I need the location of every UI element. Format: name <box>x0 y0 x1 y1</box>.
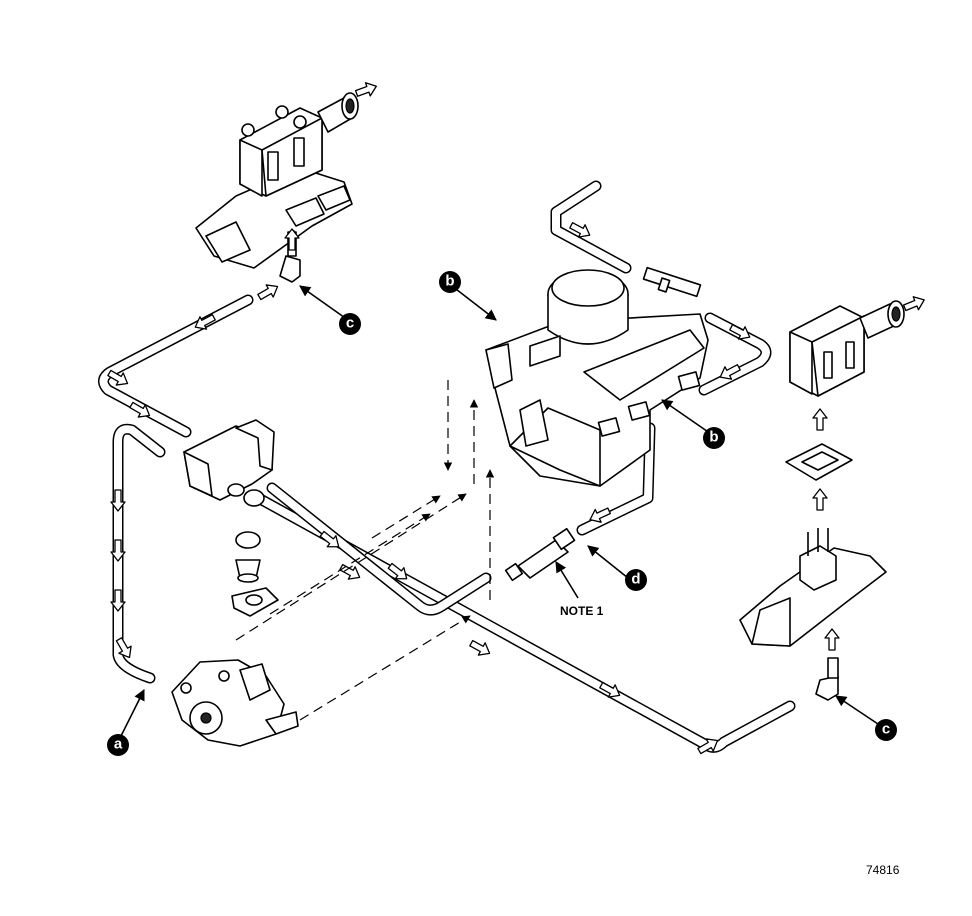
exhaust-outlet-arrow-top <box>353 79 380 101</box>
water-pump <box>171 659 299 747</box>
svg-text:b: b <box>709 429 718 446</box>
internal-flow-arrows <box>235 380 495 721</box>
svg-text:a: a <box>114 736 123 753</box>
callout-c-starboard-elbow: c <box>875 719 897 741</box>
svg-text:c: c <box>882 721 890 738</box>
callout-b-engine-side: b <box>703 427 725 449</box>
note1-fitting <box>504 527 576 582</box>
callout-leaders <box>117 285 885 743</box>
callout-b-engine-front: b <box>439 271 461 293</box>
exhaust-manifold-port <box>195 92 359 283</box>
svg-text:c: c <box>346 315 354 332</box>
figure-number: 74816 <box>866 863 900 877</box>
svg-text:b: b <box>445 273 454 290</box>
callout-d: d <box>625 569 647 591</box>
note-1-label: NOTE 1 <box>560 604 604 618</box>
engine-block <box>485 269 709 487</box>
callout-a: a <box>107 734 129 756</box>
callout-c-port-elbow: c <box>339 313 361 335</box>
exhaust-manifold-starboard <box>739 300 905 701</box>
hose-coupler-top <box>642 266 702 298</box>
svg-text:d: d <box>631 571 640 588</box>
thermostat-housing <box>183 419 279 617</box>
